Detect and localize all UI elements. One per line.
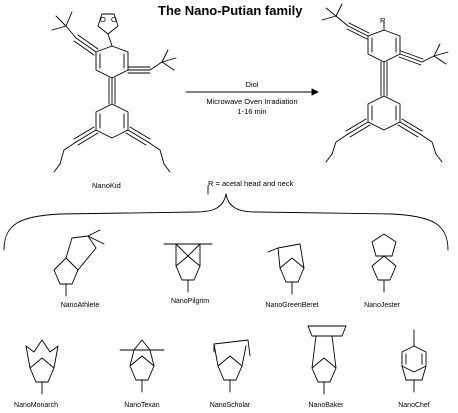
r-definition: R = acetal head and neck	[208, 179, 294, 188]
product-r-label: R	[380, 16, 386, 25]
member-name: NanoBaker	[308, 402, 344, 409]
reactant-name: NanoKid	[92, 181, 121, 190]
nanokid-structure	[51, 11, 177, 173]
member-name: NanoMonarch	[14, 402, 58, 409]
nanotexan-structure	[119, 339, 165, 393]
member-name: NanoChef	[398, 402, 430, 409]
reaction-arrow	[185, 88, 319, 96]
conditions-label-line2: 1-16 min	[237, 107, 267, 116]
member-name: NanoTexan	[124, 402, 160, 409]
nanoscholar-structure	[213, 339, 251, 393]
conditions-label-line1: Microwave Oven Irradiation	[206, 97, 298, 106]
nanogreenberet-structure	[267, 243, 305, 295]
member-name: NanoAthlete	[60, 302, 100, 309]
family-brace	[3, 193, 449, 251]
member-name: NanoPilgrim	[170, 298, 210, 305]
member-name: NanoGreenBeret	[265, 302, 319, 309]
nanopilgrim-structure	[163, 243, 213, 293]
nanobaker-structure	[307, 325, 347, 395]
product-structure	[321, 3, 449, 163]
nanoathlete-structure	[53, 229, 105, 297]
reagent-label: Diol	[245, 80, 259, 89]
atom-label-o: O	[100, 15, 106, 24]
diagram-title: The Nano-Putian family	[158, 3, 303, 18]
nanomonarch-structure	[25, 339, 59, 395]
member-name: NanoJester	[364, 302, 400, 309]
atom-label-o: O	[111, 15, 117, 24]
nanojester-structure	[371, 233, 397, 293]
member-name: NanoScholar	[209, 402, 251, 409]
nanochef-structure	[401, 329, 427, 393]
